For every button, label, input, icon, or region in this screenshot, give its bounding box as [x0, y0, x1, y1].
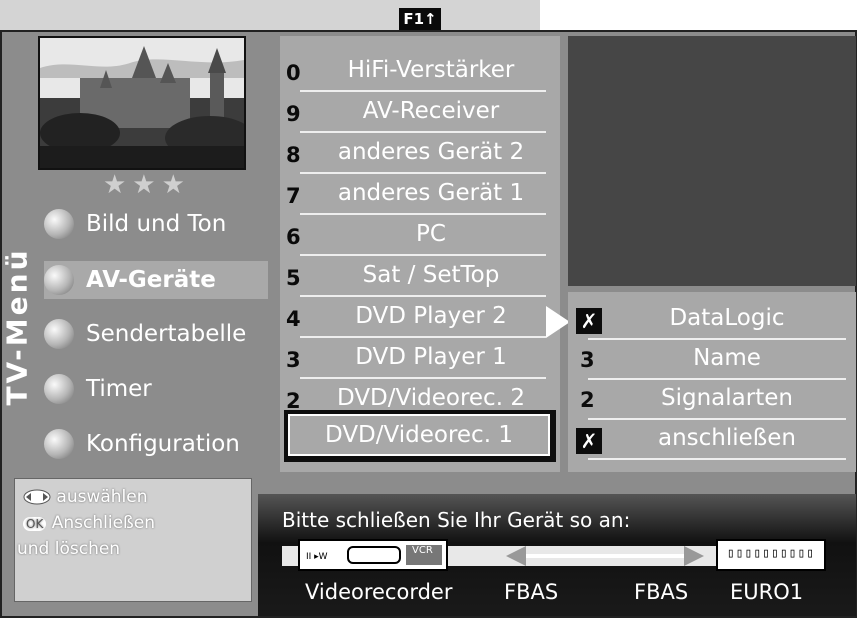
- help-panel: auswählen OK Anschließen und löschen: [14, 478, 252, 602]
- device-row-selected[interactable]: DVD/Videorec. 1: [284, 410, 556, 462]
- device-row-7[interactable]: 7 anderes Gerät 1: [280, 177, 560, 217]
- signal-arrows-icon: [506, 546, 704, 566]
- menu-bullet-icon: [44, 429, 74, 459]
- menu-bullet-icon: [44, 374, 74, 404]
- f1-key-indicator[interactable]: F1↑: [399, 8, 441, 30]
- ok-key-icon: OK: [23, 517, 47, 531]
- option-datalogic[interactable]: ✗ DataLogic: [568, 302, 856, 342]
- checkbox-icon[interactable]: ✗: [576, 308, 602, 334]
- vcr-drawing: II ▸W: [304, 545, 442, 565]
- menu-bullet-icon: [44, 209, 74, 239]
- menu-item-av-geraete[interactable]: AV-Geräte: [44, 261, 268, 299]
- menu-item-sendertabelle[interactable]: Sendertabelle: [44, 315, 274, 353]
- euro-connector-icon: ▯▯▯▯▯▯▯▯▯▯: [716, 539, 826, 571]
- menu-item-bild-und-ton[interactable]: Bild und Ton: [44, 205, 274, 243]
- device-row-3[interactable]: 3 DVD Player 1: [280, 341, 560, 381]
- device-row-4[interactable]: 4 DVD Player 2: [280, 300, 560, 340]
- svg-text:II ▸W: II ▸W: [306, 552, 328, 562]
- vcr-tag: VCR: [412, 545, 433, 556]
- navigate-arrows-icon: [23, 489, 51, 505]
- device-row-0[interactable]: 0 HiFi-Verstärker: [280, 54, 560, 94]
- label-fbas-right: FBAS: [634, 580, 689, 604]
- label-fbas-left: FBAS: [504, 580, 559, 604]
- label-videorecorder: Videorecorder: [305, 580, 453, 604]
- vcr-icon: II ▸W: [298, 539, 448, 571]
- top-strip: [0, 0, 540, 30]
- tv-menu-title: TV-Menü: [0, 247, 34, 406]
- menu-item-timer[interactable]: Timer: [44, 370, 274, 408]
- rating-stars: ★★★: [103, 170, 191, 200]
- device-row-9[interactable]: 9 AV-Receiver: [280, 95, 560, 135]
- label-euro1: EURO1: [730, 580, 804, 604]
- connection-title: Bitte schließen Sie Ihr Gerät so an:: [282, 508, 631, 532]
- device-row-6[interactable]: 6 PC: [280, 218, 560, 258]
- checkbox-icon[interactable]: ✗: [576, 428, 602, 454]
- menu-item-konfiguration[interactable]: Konfiguration: [44, 425, 274, 463]
- help-delete: und löschen: [17, 539, 121, 559]
- castle-image: [40, 38, 244, 168]
- option-list: ✗ DataLogic 3 Name 2 Signalarten ✗ ansch…: [568, 292, 856, 472]
- preview-area: [568, 36, 856, 286]
- help-connect: Anschließen: [51, 513, 155, 533]
- option-name[interactable]: 3 Name: [568, 342, 856, 382]
- pointer-arrow-icon: [546, 306, 570, 338]
- help-select: auswählen: [56, 487, 148, 507]
- menu-bullet-icon: [44, 319, 74, 349]
- channel-thumbnail: [38, 36, 246, 170]
- device-list: 0 HiFi-Verstärker 9 AV-Receiver 8 andere…: [280, 36, 560, 472]
- option-signalarten[interactable]: 2 Signalarten: [568, 382, 856, 422]
- option-anschliessen[interactable]: ✗ anschließen: [568, 422, 856, 462]
- menu-bullet-icon: [44, 265, 74, 295]
- device-row-8[interactable]: 8 anderes Gerät 2: [280, 136, 560, 176]
- device-row-5[interactable]: 5 Sat / SetTop: [280, 259, 560, 299]
